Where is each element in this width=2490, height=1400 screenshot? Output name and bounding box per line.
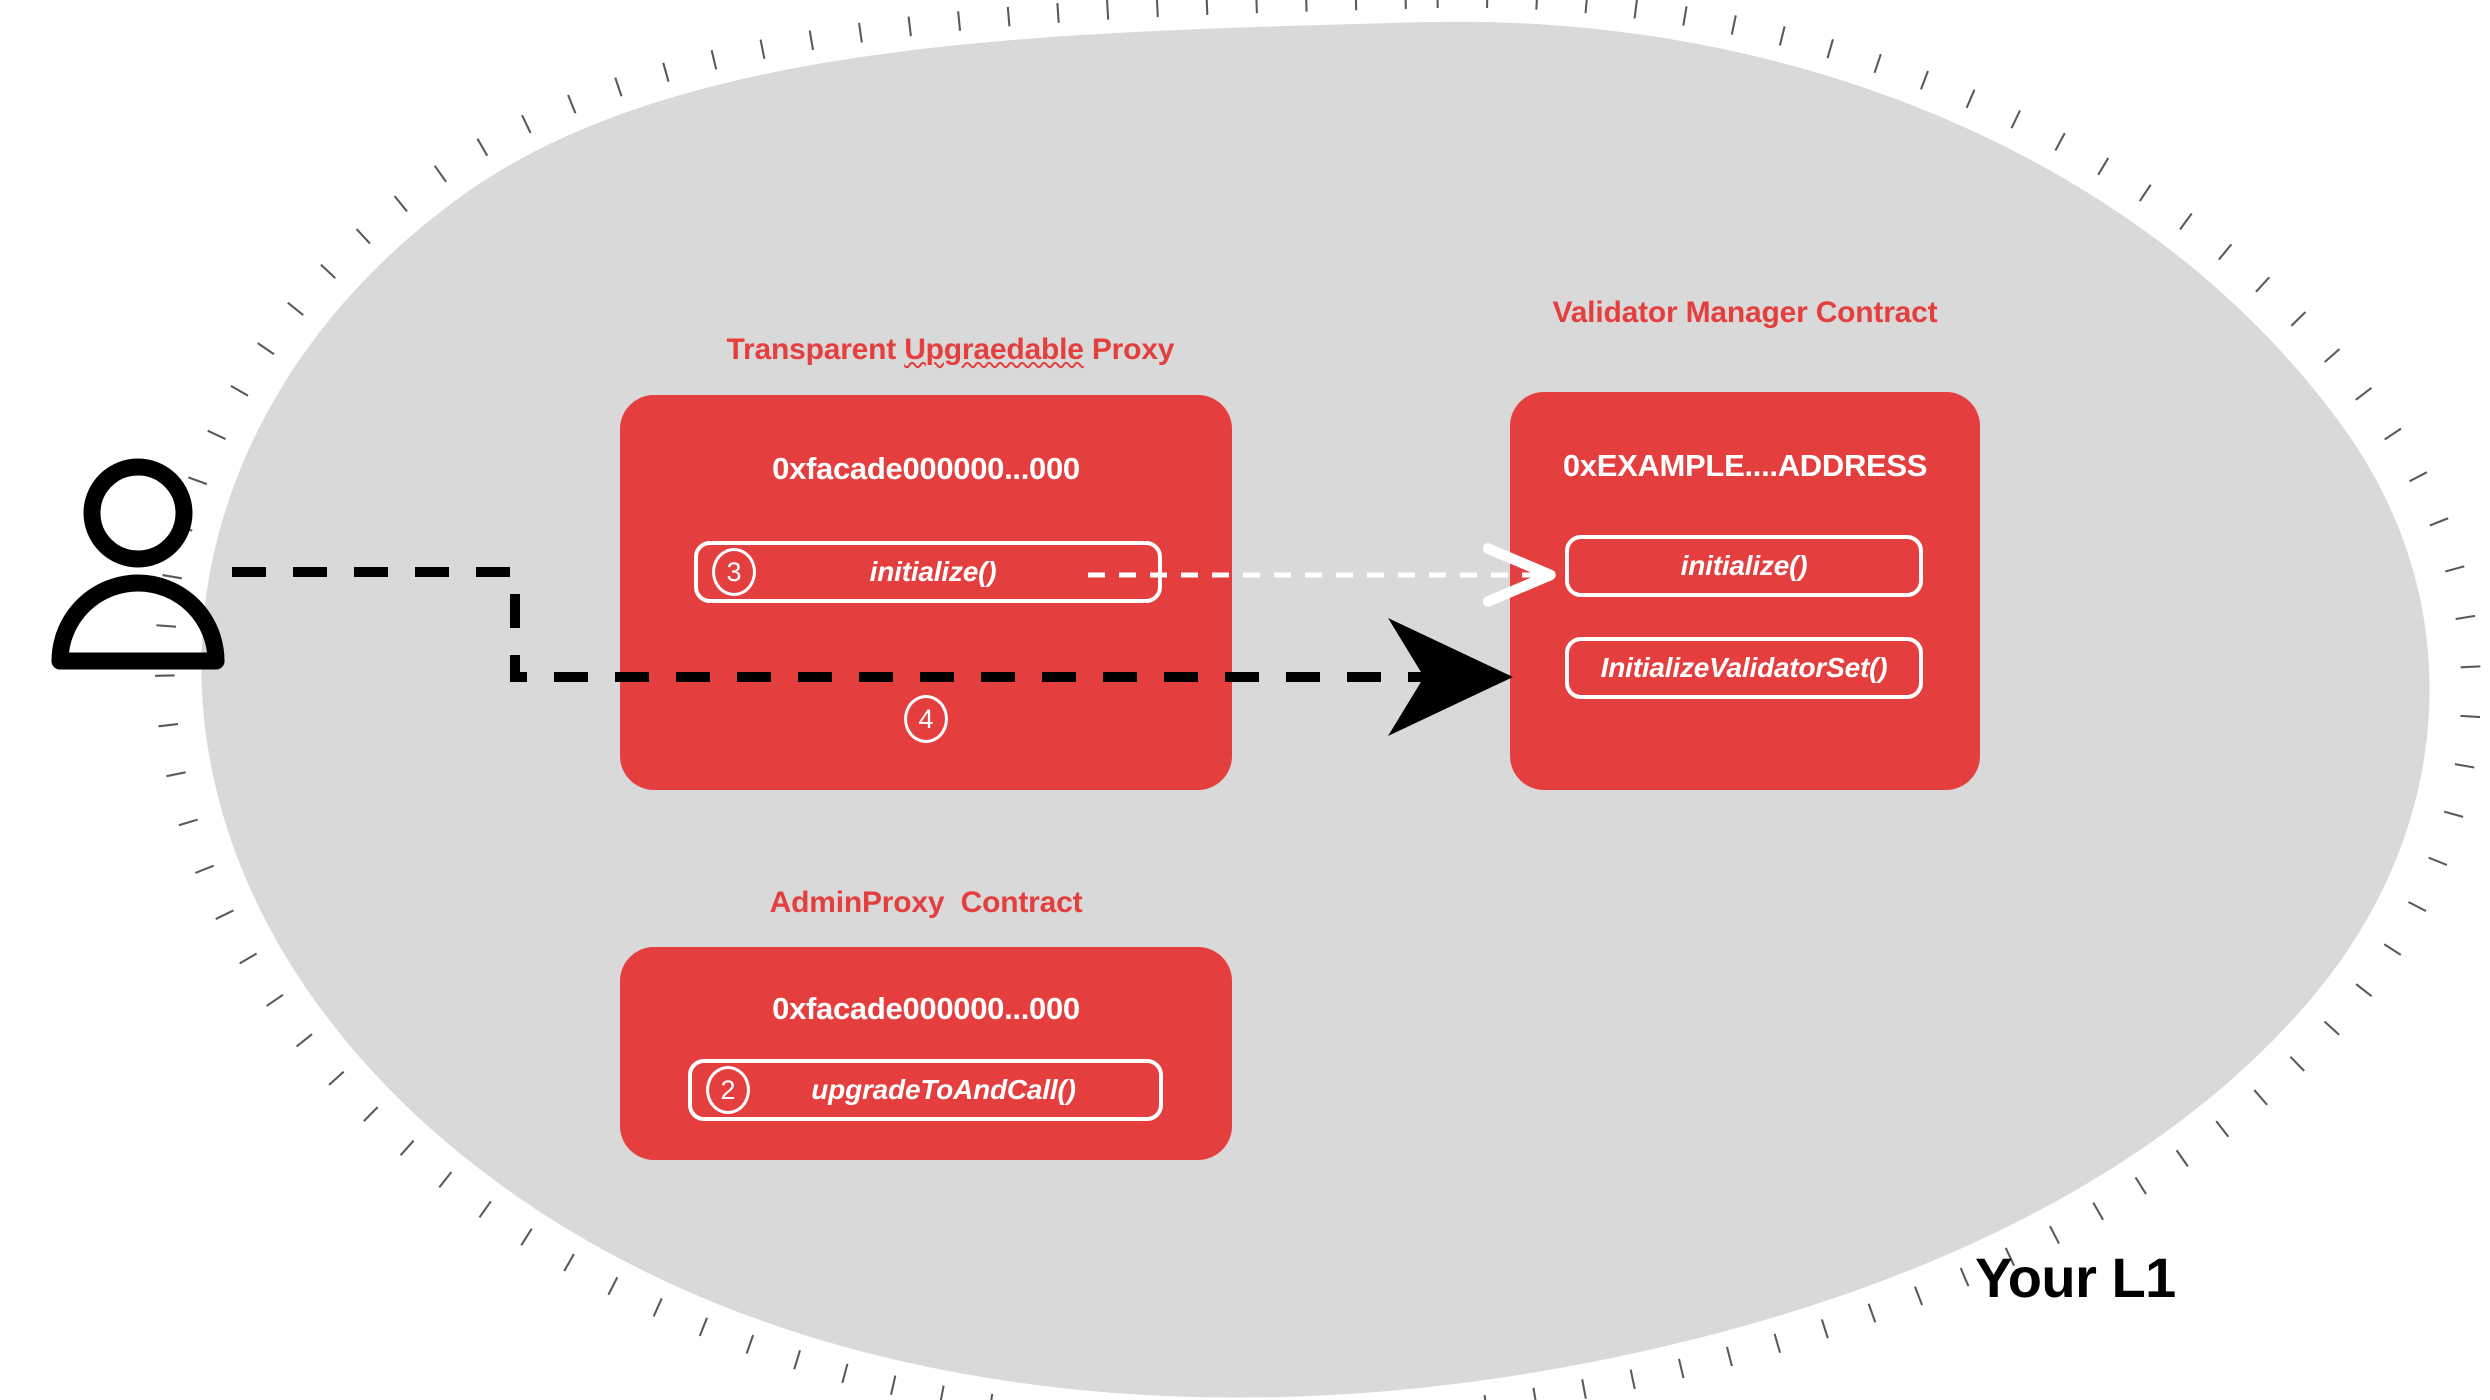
contract-admin-proxy-address: 0xfacade000000...000 — [772, 991, 1080, 1026]
actor-user — [38, 455, 238, 680]
fn-label-upgrade-to-and-call: upgradeToAndCall() — [811, 1074, 1076, 1105]
contract-proxy-title-line1-prefix: Transparent Upgraedable Proxy — [726, 332, 1175, 366]
fn-label-initialize: initialize() — [869, 556, 997, 587]
contract-validator-manager-address: 0xEXAMPLE....ADDRESS — [1562, 448, 1928, 483]
user-person-icon — [51, 458, 225, 670]
step-badge-4: 4 — [904, 695, 948, 743]
contract-admin-proxy-title: AdminProxy Contract — [769, 886, 1083, 919]
contract-validator-manager-card: 0xEXAMPLE....ADDRESS initialize() Initia… — [1510, 392, 1980, 790]
contract-admin-proxy: AdminProxy Contract 0xfacade000000...000… — [620, 885, 1232, 1175]
spellcheck-underline: Upgraedable — [904, 332, 1084, 366]
step-badge-3: 3 — [712, 548, 756, 596]
fn-label-initialize-manager: initialize() — [1680, 550, 1808, 581]
contract-admin-proxy-card: 0xfacade000000...000 2 upgradeToAndCall(… — [620, 947, 1232, 1160]
contract-proxy: Transparent Upgraedable Proxy Contract (… — [620, 295, 1232, 790]
l1-zone-fill — [201, 21, 2430, 1398]
contract-proxy-card: 0xfacade000000...000 3 initialize() 4 — [620, 395, 1232, 790]
contract-validator-manager: Validator Manager Contract 0xEXAMPLE....… — [1510, 295, 1980, 790]
contract-validator-manager-title: Validator Manager Contract — [1552, 296, 1938, 329]
fn-pill-initialize-manager[interactable]: initialize() — [1565, 535, 1923, 597]
step-badge-2: 2 — [706, 1066, 750, 1114]
fn-pill-initialize-validator-set[interactable]: InitializeValidatorSet() — [1565, 637, 1923, 699]
zone-label-your-l1: Your L1 — [1975, 1246, 2176, 1309]
contract-proxy-address: 0xfacade000000...000 — [772, 451, 1080, 486]
fn-pill-initialize-proxy[interactable]: 3 initialize() — [694, 541, 1162, 603]
fn-label-initialize-validator-set: InitializeValidatorSet() — [1600, 652, 1888, 683]
fn-pill-upgrade-to-and-call[interactable]: 2 upgradeToAndCall() — [688, 1059, 1163, 1121]
